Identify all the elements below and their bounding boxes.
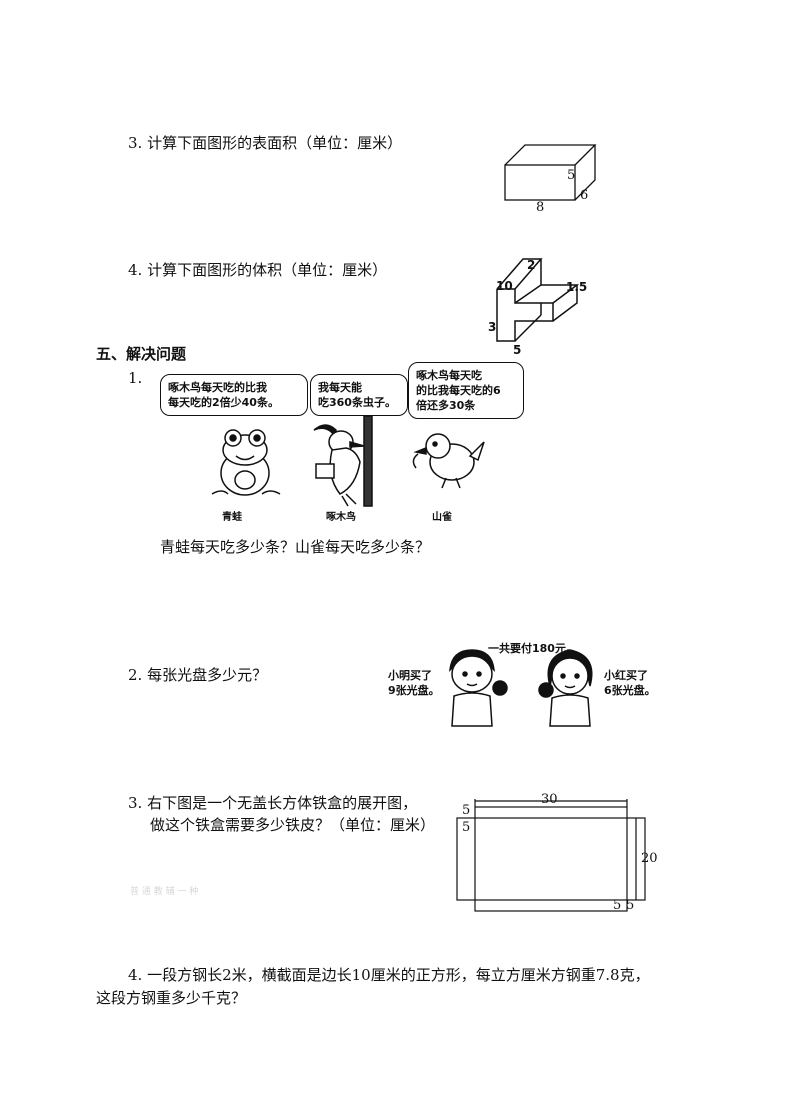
p2-total-label: 一共要付180元。 [488,642,577,655]
frog-icon [211,429,281,496]
woodpecker-speech-bubble: 我每天能 吃360条虫子。 [310,374,408,416]
stepped-solid-figure [496,258,580,342]
solid-tall-label: 10 [496,279,513,293]
boy-speech-line-2: 9张光盘。 [388,684,440,697]
sparrow-speech-line-3: 倍还多30条 [416,399,476,412]
girl-speech-line-1: 小红买了 [604,669,648,682]
p3-line-1: 3. 右下图是一个无盖长方体铁盒的展开图， [128,794,418,812]
woodpecker-speech-line-2: 吃360条虫子。 [318,396,396,409]
q3-text: 3. 计算下面图形的表面积（单位：厘米） [128,134,403,152]
solid-base-label: 5 [513,343,522,357]
solid-low-label: 3 [488,320,497,334]
girl-speech-line-2: 6张光盘。 [604,684,656,697]
p1-question: 青蛙每天吃多少条？山雀每天吃多少条？ [160,538,431,556]
net-top-label: 30 [541,792,558,807]
p2-text: 2. 每张光盘多少元？ [128,666,268,684]
boy-speech: 小明买了 9张光盘。 [388,668,440,698]
boy-speech-line-1: 小明买了 [388,669,432,682]
cuboid-height-label: 5 [567,168,576,183]
p1-number: 1. [128,369,143,387]
cuboid-figure [504,144,597,201]
q4-text: 4. 计算下面图形的体积（单位：厘米） [128,261,388,279]
net-right-label: 20 [641,851,658,866]
cuboid-length-label: 8 [536,200,545,215]
p4-line-2: 这段方钢重多少千克？ [96,989,247,1007]
sparrow-speech-bubble: 啄木鸟每天吃 的比我每天吃的6 倍还多30条 [408,362,524,419]
faint-watermark-text: 普 通 教 辅 一 种 [130,887,199,897]
boy-icon [449,649,508,727]
sparrow-caption: 山雀 [432,512,452,523]
p3-line-2: 做这个铁盒需要多少铁皮？（单位：厘米） [150,816,436,834]
girl-icon [538,649,593,727]
net-side-b-label: 5 [462,820,471,835]
frog-speech-line-2: 每天吃的2倍少40条。 [168,396,279,409]
woodpecker-icon [313,415,373,507]
net-bottom-a-label: 5 [613,898,622,913]
net-bottom-b-label: 5 [626,898,635,913]
sparrow-speech-line-1: 啄木鸟每天吃 [416,369,482,382]
p4-line-1: 4. 一段方钢长2米，横截面是边长10厘米的正方形，每立方厘米方钢重7.8克， [128,966,650,984]
woodpecker-speech-line-1: 我每天能 [318,381,362,394]
woodpecker-caption: 啄木鸟 [326,512,356,523]
girl-speech: 小红买了 6张光盘。 [604,668,656,698]
section-title: 五、解决问题 [96,345,187,363]
sparrow-speech-line-2: 的比我每天吃的6 [416,384,501,397]
frog-caption: 青蛙 [222,512,242,523]
solid-top-label: 2 [527,258,536,272]
frog-speech-bubble: 啄木鸟每天吃的比我 每天吃的2倍少40条。 [160,374,308,416]
cuboid-width-label: 6 [580,188,589,203]
solid-step-label: 1.5 [566,280,588,294]
net-side-a-label: 5 [462,803,471,818]
box-net-figure [456,799,646,912]
frog-speech-line-1: 啄木鸟每天吃的比我 [168,381,267,394]
sparrow-icon [412,433,485,489]
